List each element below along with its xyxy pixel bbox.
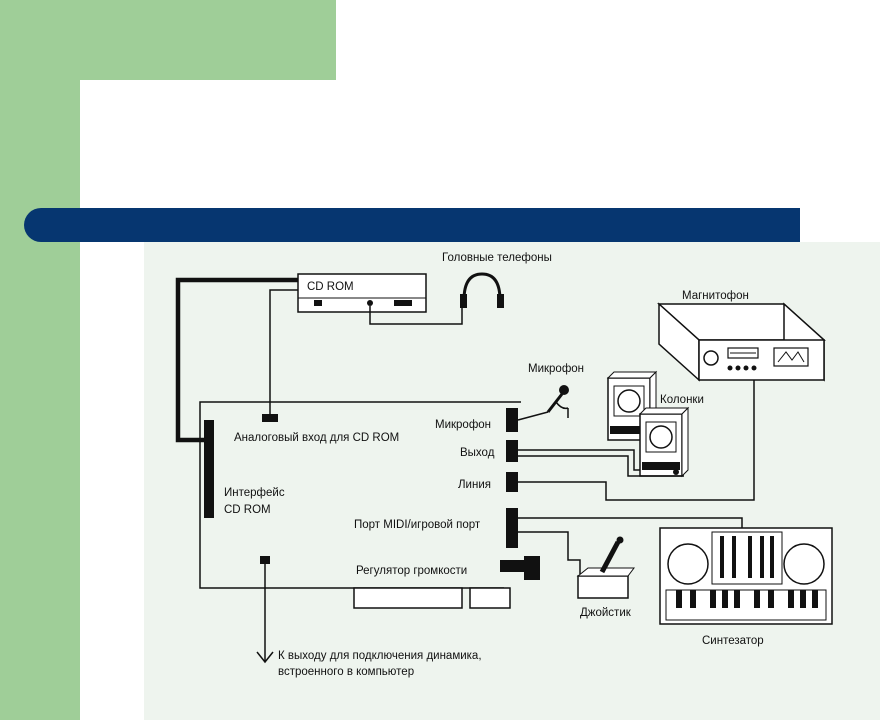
- interface-label-line2: CD ROM: [224, 504, 271, 516]
- synthesizer-icon: [659, 527, 833, 625]
- midi-port-label: Порт MIDI/игровой порт: [354, 519, 481, 531]
- interface-label-line1: Интерфейс: [224, 487, 285, 499]
- left-green-sidebar: [0, 0, 80, 720]
- cd-rom-label: CD ROM: [307, 281, 354, 293]
- port-out-label: Выход: [460, 447, 495, 459]
- tape-recorder-icon: [657, 302, 826, 382]
- connection-cables: [175, 277, 755, 664]
- sound-card-board: [199, 401, 540, 609]
- synthesizer-label: Синтезатор: [702, 635, 764, 647]
- top-green-block: [0, 0, 336, 80]
- joystick-label: Джойстик: [580, 607, 632, 619]
- volume-control-label: Регулятор громкости: [356, 565, 467, 577]
- sound-card-diagram: CD ROM Головные телефоны Магнитофон Микр…: [175, 252, 833, 678]
- tape-recorder-label: Магнитофон: [682, 290, 749, 302]
- microphone-device-label: Микрофон: [528, 363, 584, 375]
- port-line-label: Линия: [458, 479, 491, 491]
- analog-input-label: Аналоговый вход для CD ROM: [234, 432, 399, 444]
- headphones-icon: [460, 272, 504, 308]
- cd-rom-drive: CD ROM: [297, 273, 427, 313]
- microphone-icon: [546, 385, 569, 418]
- title-bar: [24, 208, 800, 242]
- speakers-label: Колонки: [660, 394, 704, 406]
- headphones-label: Головные телефоны: [442, 252, 552, 264]
- pc-speaker-label-line1: К выходу для подключения динамика,: [278, 650, 482, 662]
- speakers-icon: [606, 370, 690, 478]
- port-mic-label: Микрофон: [435, 419, 491, 431]
- joystick-icon: [576, 536, 635, 599]
- pc-speaker-label-line2: встроенного в компьютер: [278, 666, 414, 678]
